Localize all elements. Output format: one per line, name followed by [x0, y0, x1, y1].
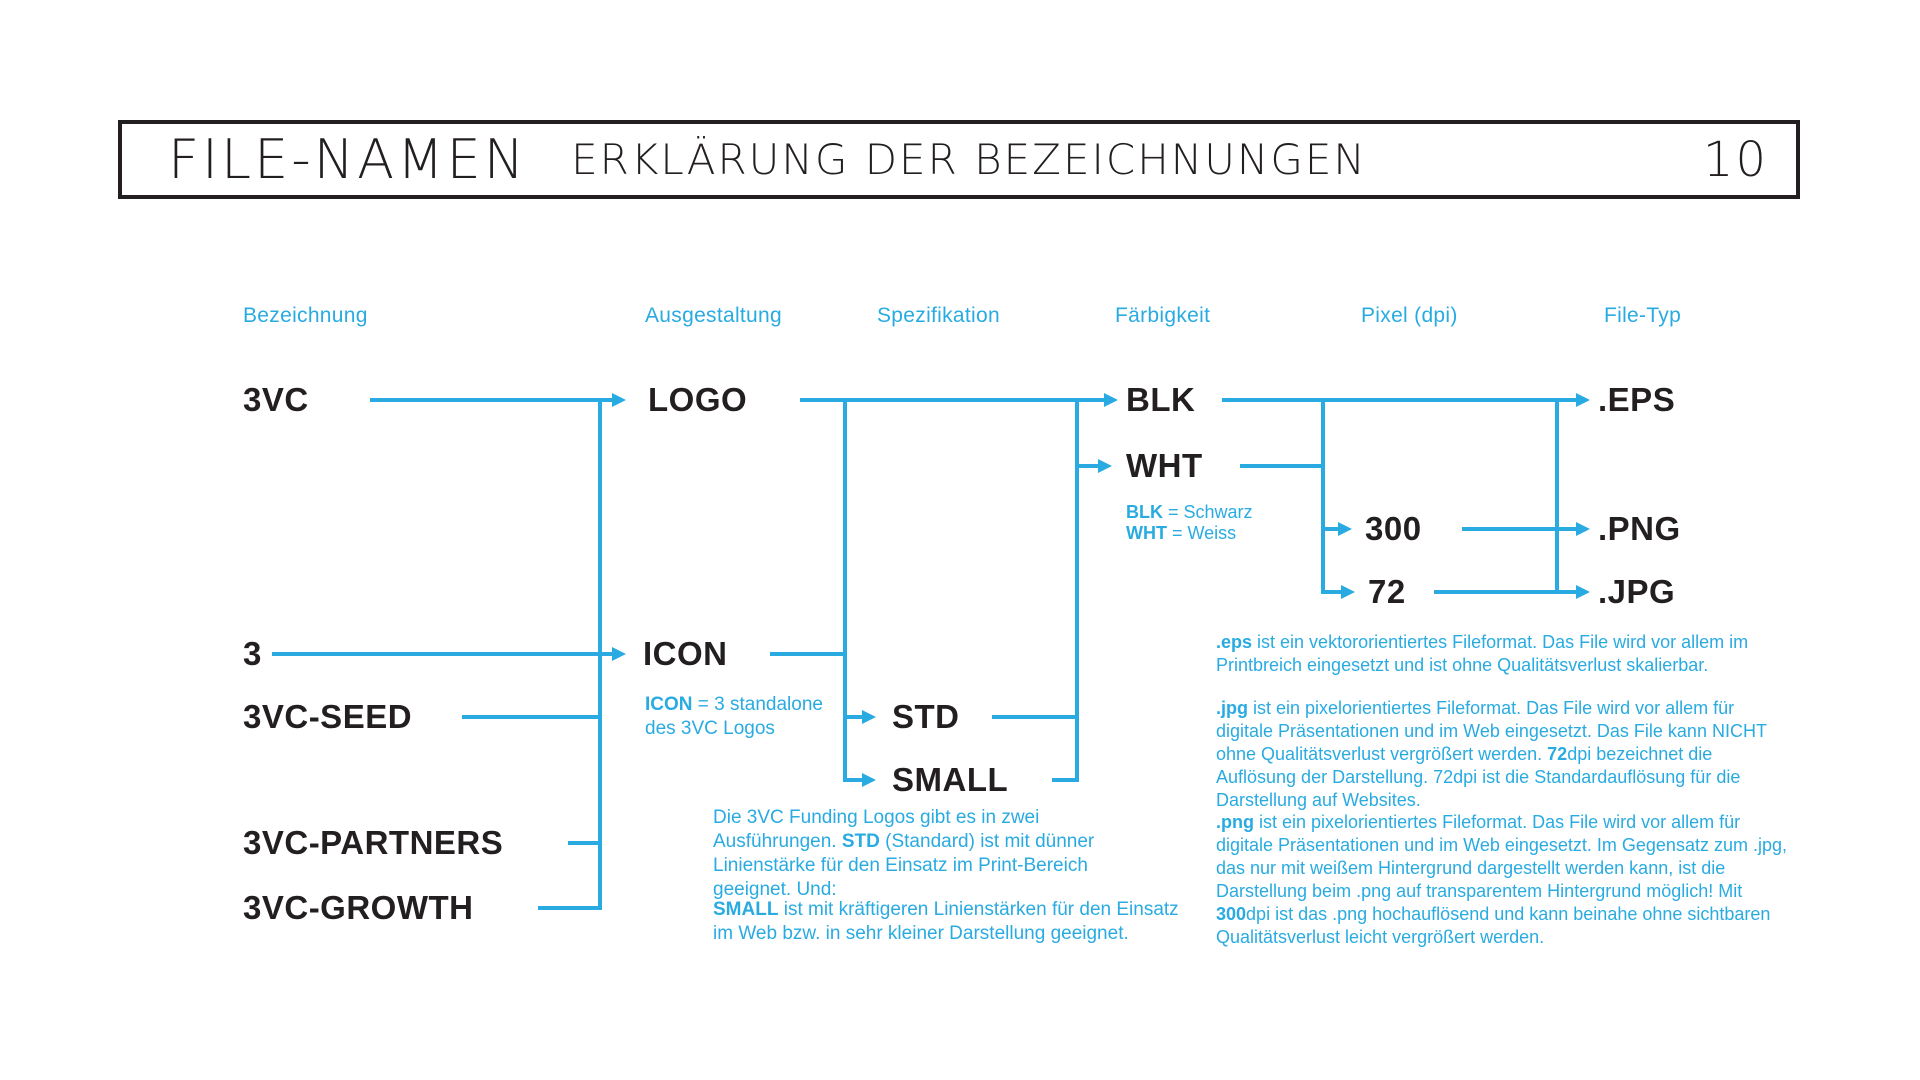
node-3vc-partners: 3VC-PARTNERS: [243, 824, 504, 861]
connector-wht-to-trunk: [1240, 464, 1325, 468]
connector-std-to-trunk: [992, 715, 1079, 719]
arrowhead-into-std: [862, 710, 876, 724]
page-number: 10: [1702, 131, 1768, 188]
jpg-description-term: .jpg: [1216, 698, 1248, 718]
arrowhead-into-icon: [612, 647, 626, 661]
color-key-wht-term: WHT: [1126, 523, 1167, 543]
connector-branch-72: [1323, 590, 1341, 594]
arrowhead-into-300: [1338, 522, 1352, 536]
column-header-bezeichnung: Bezeichnung: [243, 304, 368, 327]
column-header-ausgestaltung: Ausgestaltung: [645, 304, 782, 327]
node-logo: LOGO: [648, 381, 748, 418]
connector-branch-300: [1323, 527, 1338, 531]
eps-description: .eps ist ein vektororientiertes Fileform…: [1216, 631, 1794, 677]
arrowhead-into-blk: [1104, 393, 1118, 407]
column-header-pixel-dpi: Pixel (dpi): [1361, 304, 1458, 327]
connector-300-to-png: [1462, 527, 1576, 531]
node-icon: ICON: [643, 635, 728, 672]
std-description-term: STD: [841, 831, 880, 852]
node-3vc-seed: 3VC-SEED: [243, 698, 413, 735]
node-small: SMALL: [892, 761, 1009, 798]
eps-description-text: ist ein vektororientiertes Fileformat. D…: [1216, 632, 1749, 675]
jpg-description-term2: 72: [1547, 744, 1568, 764]
icon-note-text: = 3 standalone des 3VC Logos: [645, 694, 823, 739]
node-blk: BLK: [1126, 381, 1196, 418]
arrowhead-into-logo: [612, 393, 626, 407]
node-png: .PNG: [1598, 510, 1681, 547]
connector-filetyp-trunk: [1555, 398, 1559, 594]
connector-branch-small: [845, 778, 862, 782]
node-72: 72: [1368, 573, 1406, 610]
small-description: SMALL ist mit kräftigeren Linienstärken …: [713, 898, 1183, 946]
icon-note: ICON = 3 standalone des 3VC Logos: [645, 693, 823, 741]
std-description: Die 3VC Funding Logos gibt es in zwei Au…: [713, 806, 1165, 902]
std-description-text: (Standard) ist mit dünner Linienstärke f…: [713, 831, 1095, 900]
arrowhead-into-eps: [1576, 393, 1590, 407]
node-3: 3: [243, 635, 262, 672]
connector-small-to-trunk: [1052, 778, 1079, 782]
connector-blk-to-eps: [1222, 398, 1576, 402]
node-jpg: .JPG: [1598, 573, 1676, 610]
connector-seed-to-trunk: [462, 715, 602, 719]
node-std: STD: [892, 698, 960, 735]
jpg-description-text1: ist ein pixelorientiertes Fileformat. Da…: [1216, 698, 1767, 764]
connector-72-to-jpg: [1434, 590, 1576, 594]
node-3vc: 3VC: [243, 381, 309, 418]
arrowhead-into-png: [1576, 522, 1590, 536]
png-description-text2: dpi ist das .png hochauflösend und kann …: [1216, 904, 1771, 947]
std-description-lead: Die 3VC Funding Logos gibt es in zwei Au…: [713, 807, 1040, 852]
color-key-line-wht: WHT = Weiss: [1126, 523, 1253, 544]
small-description-text: ist mit kräftigeren Linienstärken für de…: [713, 899, 1179, 944]
color-key-note: BLK = Schwarz WHT = Weiss: [1126, 502, 1253, 544]
color-key-blk-term: BLK: [1126, 502, 1163, 522]
color-key-wht-text: = Weiss: [1166, 523, 1237, 543]
png-description-term2: 300: [1216, 904, 1247, 924]
connector-pixel-trunk: [1321, 398, 1325, 594]
page-subtitle: ERKLÄRUNG DER BEZEICHNUNGEN: [571, 135, 1367, 184]
jpg-description: .jpg ist ein pixelorientiertes Fileforma…: [1216, 697, 1794, 812]
node-wht: WHT: [1126, 447, 1203, 484]
connector-faerbigkeit-trunk: [1075, 398, 1079, 782]
arrowhead-into-72: [1341, 585, 1355, 599]
eps-description-term: .eps: [1216, 632, 1253, 652]
connector-3vc-to-logo: [370, 398, 612, 402]
connector-spezifikation-trunk: [843, 398, 847, 782]
color-key-line-blk: BLK = Schwarz: [1126, 502, 1253, 523]
icon-note-term: ICON: [645, 694, 693, 715]
arrowhead-into-small: [862, 773, 876, 787]
small-description-term: SMALL: [713, 899, 779, 920]
arrowhead-into-wht: [1098, 459, 1112, 473]
png-description-term: .png: [1216, 812, 1254, 832]
connector-3-to-icon: [272, 652, 612, 656]
page-header: FILE-NAMEN ERKLÄRUNG DER BEZEICHNUNGEN 1…: [118, 120, 1800, 199]
connector-branch-wht: [1077, 464, 1098, 468]
column-header-spezifikation: Spezifikation: [877, 304, 1000, 327]
jpg-description-text2: dpi bezeichnet die Auflösung der Darstel…: [1216, 744, 1741, 810]
connector-icon-to-trunk: [770, 652, 847, 656]
node-3vc-growth: 3VC-GROWTH: [243, 889, 474, 926]
color-key-blk-text: = Schwarz: [1163, 502, 1253, 522]
page-title: FILE-NAMEN: [168, 128, 528, 191]
column-header-file-typ: File-Typ: [1604, 304, 1682, 327]
column-header-faerbigkeit: Färbigkeit: [1115, 304, 1211, 327]
node-300: 300: [1365, 510, 1422, 547]
arrowhead-into-jpg: [1576, 585, 1590, 599]
png-description: .png ist ein pixelorientiertes Fileforma…: [1216, 811, 1794, 949]
connector-logo-to-blk: [800, 398, 1104, 402]
connector-growth-to-trunk: [538, 906, 602, 910]
png-description-text1: ist ein pixelorientiertes Fileformat. Da…: [1216, 812, 1787, 901]
node-eps: .EPS: [1598, 381, 1676, 418]
connector-partners-to-trunk: [568, 841, 602, 845]
connector-branch-std: [845, 715, 862, 719]
